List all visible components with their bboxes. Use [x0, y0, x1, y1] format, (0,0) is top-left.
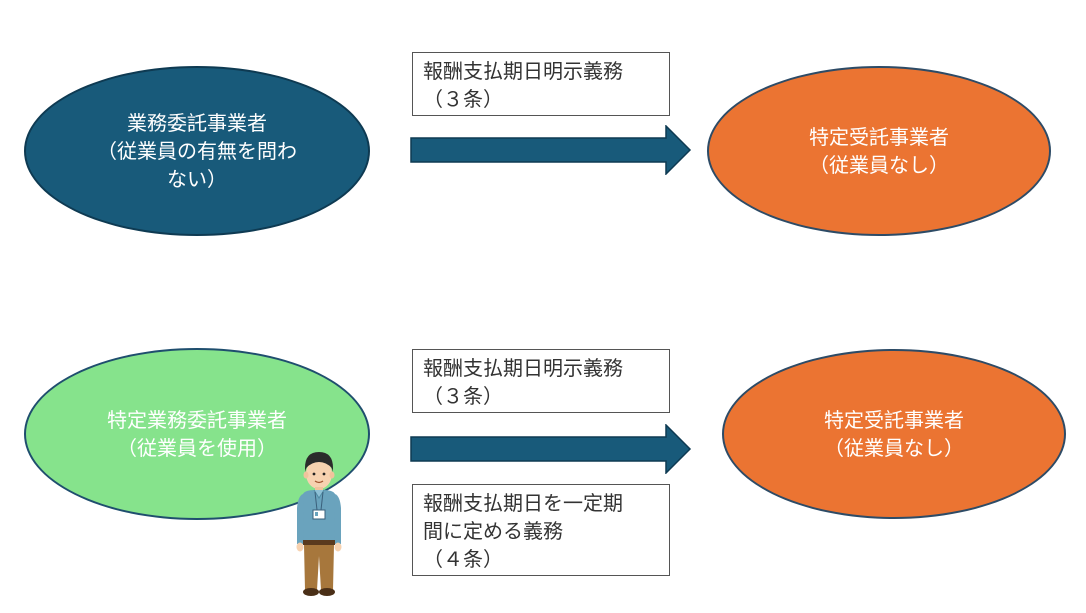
specified-contractor-subtitle-top: （従業員なし） [809, 153, 949, 177]
employee-person-icon [296, 452, 342, 596]
specified-contractor-title-top: 特定受託事業者 [809, 125, 949, 149]
business-contractor-title: 業務委託事業者 [127, 111, 267, 135]
specified-business-contractor-title: 特定業務委託事業者 [107, 408, 287, 432]
specified-contractor-node-bottom: 特定受託事業者 （従業員なし） [722, 349, 1066, 519]
specified-contractor-node-top: 特定受託事業者 （従業員なし） [707, 66, 1051, 236]
obligation-label-top-line1: 報酬支払期日明示義務 [423, 59, 623, 83]
arrow-right-icon [410, 424, 692, 474]
obligation-label-bottom-lower-line2: 間に定める義務 [423, 519, 563, 543]
business-contractor-node: 業務委託事業者 （従業員の有無を問わない） [24, 66, 370, 236]
obligation-label-bottom-lower: 報酬支払期日を一定期 間に定める義務 （４条） [412, 484, 670, 576]
obligation-label-top-line2: （３条） [423, 87, 503, 111]
specified-contractor-subtitle-bottom: （従業員なし） [824, 436, 964, 460]
obligation-label-bottom-upper: 報酬支払期日明示義務 （３条） [412, 349, 670, 413]
obligation-label-bottom-upper-line1: 報酬支払期日明示義務 [423, 356, 623, 380]
specified-business-contractor-node: 特定業務委託事業者 （従業員を使用） [24, 348, 370, 520]
obligation-label-bottom-lower-line3: （４条） [423, 547, 503, 571]
obligation-label-bottom-upper-line2: （３条） [423, 384, 503, 408]
arrow-right-icon [410, 125, 692, 175]
specified-contractor-title-bottom: 特定受託事業者 [824, 408, 964, 432]
business-contractor-subtitle: （従業員の有無を問わない） [97, 139, 297, 191]
obligation-label-top: 報酬支払期日明示義務 （３条） [412, 52, 670, 116]
obligation-label-bottom-lower-line1: 報酬支払期日を一定期 [423, 491, 623, 515]
specified-business-contractor-subtitle: （従業員を使用） [117, 436, 277, 460]
